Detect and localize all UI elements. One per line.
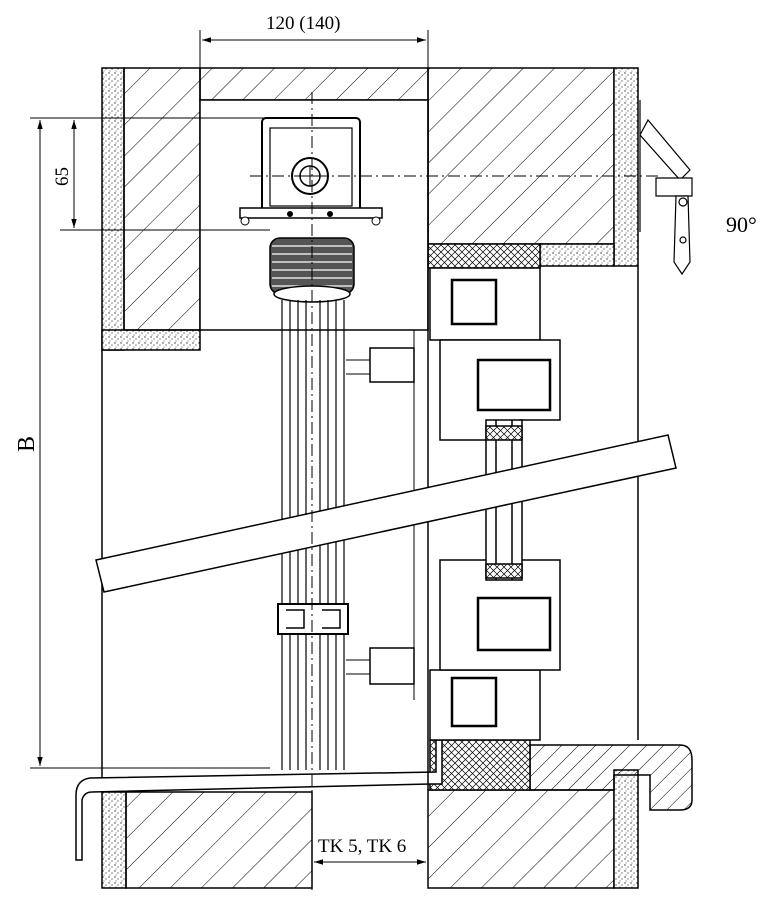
bottom-seal: [429, 739, 531, 791]
dimension-65: 65: [52, 117, 270, 231]
roller-mechanism: [239, 117, 383, 226]
crank-coupling: [639, 100, 693, 276]
guide-bracket-top: [346, 347, 415, 383]
angle-label: 90°: [726, 212, 757, 237]
dimension-b-label: B: [14, 436, 40, 452]
center-lines: [250, 92, 660, 890]
track-label: TK 5, TK 6: [318, 836, 406, 857]
lintel-masonry: [199, 67, 639, 267]
dimension-track: TK 5, TK 6: [311, 800, 429, 880]
drip-sill: [75, 739, 443, 861]
break-band: [95, 434, 677, 593]
dimension-width-label: 120 (140): [266, 13, 340, 34]
window-frame: [429, 267, 561, 741]
top-seal: [427, 243, 541, 269]
left-wall-insulation: [101, 67, 201, 889]
dimension-b: B: [14, 117, 270, 769]
sill-stone: [529, 744, 693, 811]
dimension-width: 120 (140): [199, 13, 429, 90]
dimension-65-label: 65: [52, 167, 73, 186]
guide-bracket-bottom: [346, 647, 415, 685]
bottom-rail: [277, 603, 349, 635]
